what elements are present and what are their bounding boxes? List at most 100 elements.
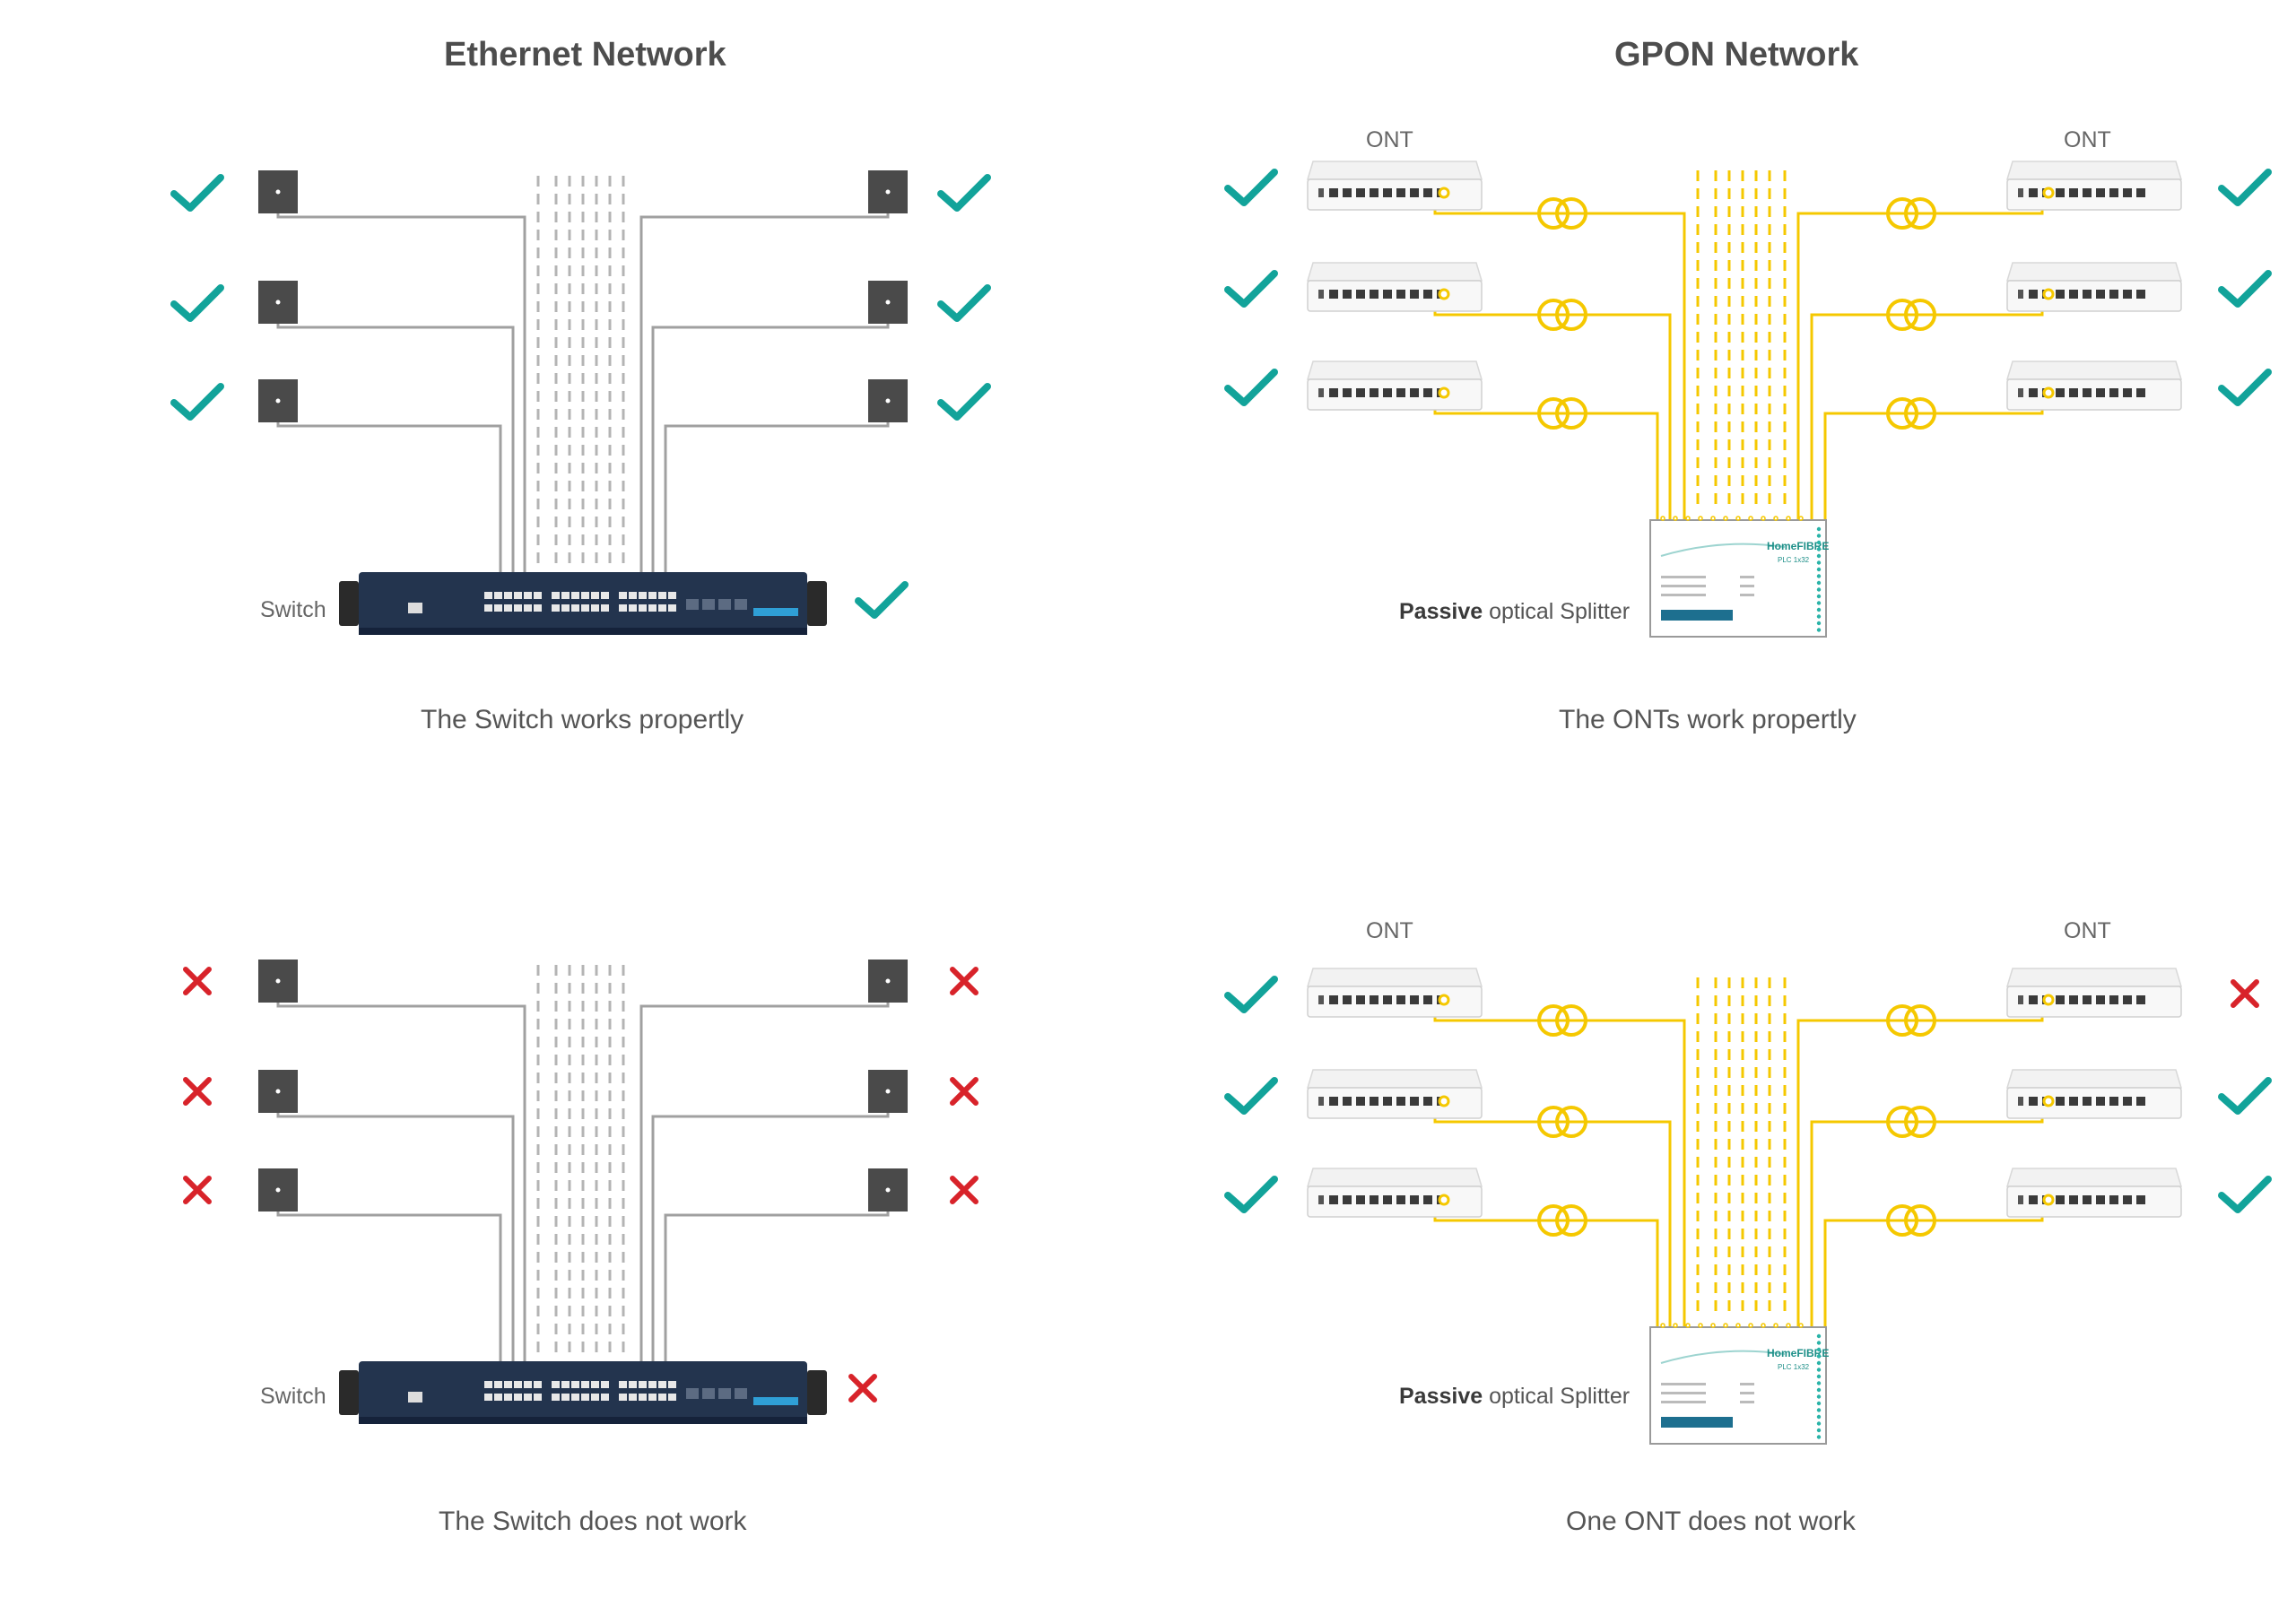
ont-device-icon [2005,360,2183,411]
ethernet-cable [276,401,502,592]
gpon-panel [1433,170,2044,520]
check-icon [1224,369,1278,406]
ethernet-cable [276,981,526,1381]
fiber-cable [1796,1004,2044,1327]
switch-device-icon [339,1361,827,1424]
ethernet-cable [664,1190,890,1381]
cross-icon [183,1176,212,1204]
ethernet-cable [276,1091,515,1381]
fiber-coil-icon [1886,299,1936,331]
fiber-cable [1433,1004,1686,1327]
cross-icon [950,1077,978,1106]
cross-icon [848,1374,877,1403]
ethernet-caption-top: The Switch works propertly [421,705,744,734]
cross-icon [950,967,978,995]
cross-icon [183,1077,212,1106]
cross-icon [2231,979,2259,1008]
cross-icon [950,1176,978,1204]
gpon-network-title: GPON Network [1614,36,1859,74]
check-icon [1224,1176,1278,1213]
network-terminal-icon [868,170,908,213]
ont-device-icon [1306,161,1483,211]
fiber-coil-icon [1886,197,1936,230]
splitter-device-icon: HomeFIBRE PLC 1x32 [1649,516,1829,638]
splitter-model: PLC 1x32 [1778,1363,1810,1371]
ont-label-top-left: ONT [1366,127,1413,152]
fiber-cable [1433,1204,1659,1327]
ont-device-icon [2005,1069,2183,1119]
ont-device-icon [2005,1168,2183,1218]
check-icon [170,174,224,212]
network-terminal-icon [868,1070,908,1113]
ethernet-cable [276,1190,502,1381]
ethernet-cable [276,302,515,592]
check-icon [2218,1077,2272,1115]
network-terminal-icon [868,960,908,1003]
switch-device-icon [339,572,827,635]
check-icon [2218,1176,2272,1213]
splitter-label-rest: optical Splitter [1483,599,1631,624]
ethernet-cable [651,302,890,592]
network-terminal-icon [258,170,298,213]
splitter-brand: HomeFIBRE [1767,540,1829,552]
splitter-brand: HomeFIBRE [1767,1347,1829,1359]
network-terminal-icon [258,281,298,324]
fiber-coil-icon [1537,1004,1587,1037]
switch-label-bottom: Switch [260,1384,326,1409]
fiber-coil-icon [1537,1106,1587,1138]
ethernet-caption-bottom: The Switch does not work [439,1507,747,1536]
fiber-coil-icon [1537,397,1587,430]
ont-label-top-right: ONT [2064,127,2111,152]
ont-label-bottom-left: ONT [1366,918,1413,943]
ont-device-icon [1306,1069,1483,1119]
ont-device-icon [1306,360,1483,411]
check-icon [2218,169,2272,206]
splitter-label-top: Passive optical Splitter [1399,599,1630,625]
check-icon [2218,270,2272,308]
check-icon [1224,976,1278,1013]
ethernet-panel [276,176,890,592]
ethernet-cable [276,192,526,592]
splitter-device-icon: HomeFIBRE PLC 1x32 [1649,1323,1829,1445]
network-terminal-icon [868,281,908,324]
ont-device-icon [2005,968,2183,1018]
ethernet-network-title: Ethernet Network [444,36,726,74]
fiber-coil-icon [1886,1004,1936,1037]
ont-device-icon [1306,262,1483,312]
ethernet-cable [651,1091,890,1381]
fiber-coil-icon [1537,197,1587,230]
network-terminal-icon [258,379,298,422]
check-icon [170,383,224,421]
fiber-coil-icon [1537,1204,1587,1237]
check-icon [1224,169,1278,206]
ont-device-icon [1306,1168,1483,1218]
fiber-coil-icon [1537,299,1587,331]
cross-icon [183,967,212,995]
network-terminal-icon [258,960,298,1003]
ethernet-cable [664,401,890,592]
check-icon [855,581,909,619]
gpon-caption-top: The ONTs work propertly [1559,705,1857,734]
ethernet-panel [276,965,890,1381]
gpon-caption-bottom: One ONT does not work [1566,1507,1856,1536]
fiber-coil-icon [1886,1106,1936,1138]
fiber-cable [1796,197,2044,520]
check-icon [1224,1077,1278,1115]
fiber-coil-icon [1886,397,1936,430]
ont-label-bottom-right: ONT [2064,918,2111,943]
network-terminal-icon [258,1070,298,1113]
ethernet-cable [639,981,890,1381]
gpon-panel [1433,977,2044,1327]
ont-device-icon [1306,968,1483,1018]
splitter-label-bold: Passive [1399,1384,1483,1409]
check-icon [937,174,991,212]
splitter-label-rest: optical Splitter [1483,1384,1631,1409]
splitter-label-bottom: Passive optical Splitter [1399,1384,1630,1410]
network-terminal-icon [868,1168,908,1211]
check-icon [2218,369,2272,406]
switch-label-top: Switch [260,597,326,622]
ethernet-cable [639,192,890,592]
splitter-model: PLC 1x32 [1778,556,1810,564]
